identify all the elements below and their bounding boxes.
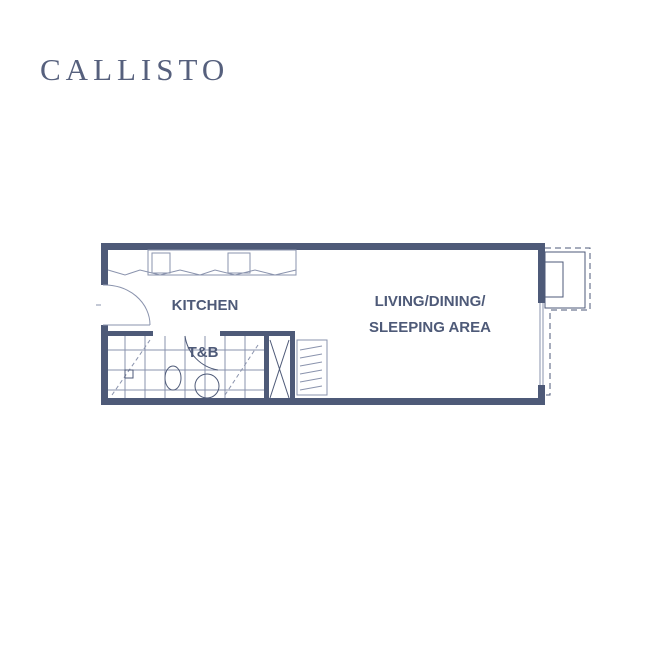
kitchen-label: KITCHEN	[172, 297, 239, 314]
living-label-line2: SLEEPING AREA	[369, 319, 491, 336]
fixtures	[96, 247, 591, 399]
bath-label: T&B	[188, 344, 219, 361]
walls	[101, 243, 545, 405]
living-label-line1: LIVING/DINING/	[375, 293, 487, 310]
brand-logo: CALLISTO	[40, 52, 230, 87]
